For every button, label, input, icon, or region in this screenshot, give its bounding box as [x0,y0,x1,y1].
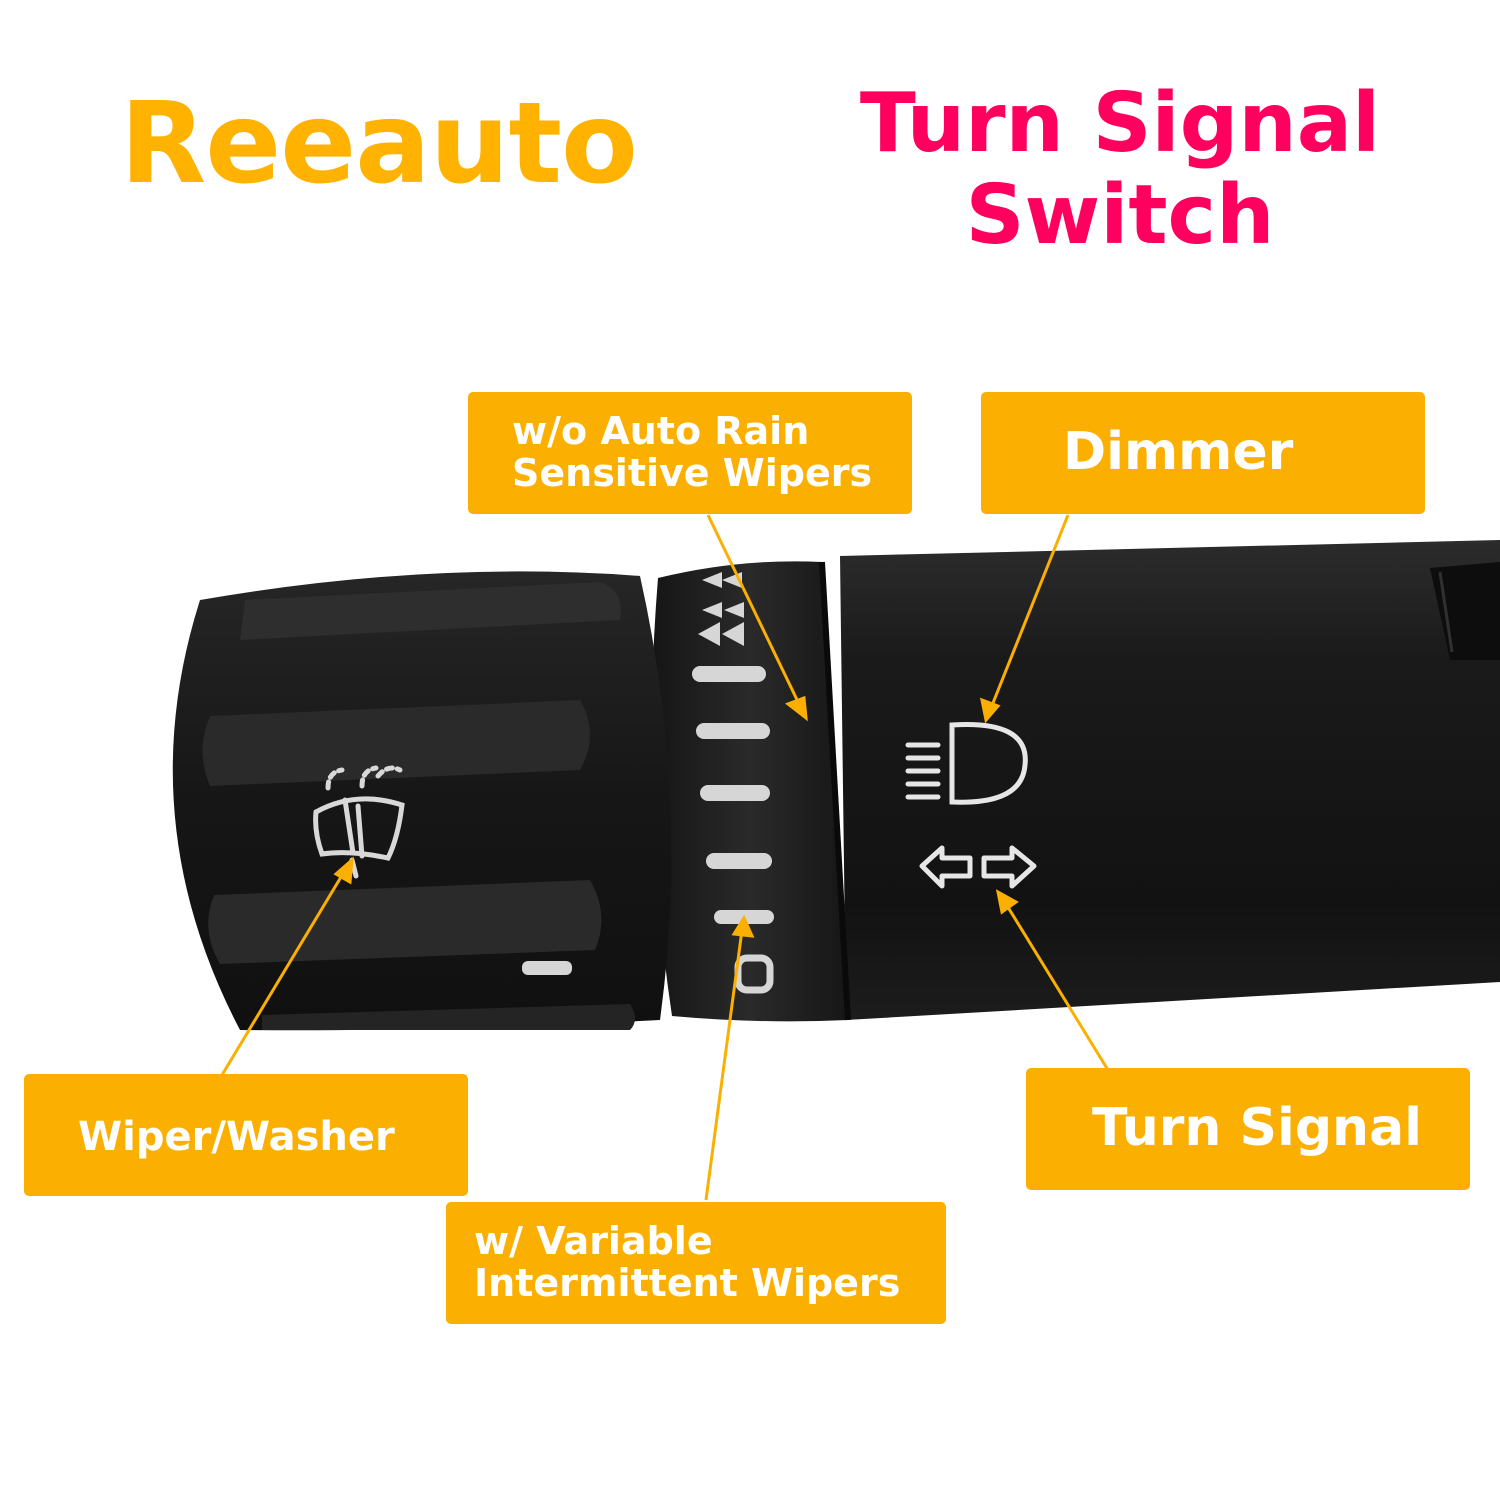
callout-wiper-washer-label: Wiper/Washer [78,1114,395,1160]
wiper-ring [651,561,851,1022]
product-title: Turn Signal Switch [840,78,1400,262]
callout-turn-signal-label: Turn Signal [1092,1098,1422,1158]
callout-rain-sensitive-line-1: w/o Auto Rain [512,409,810,453]
callout-leaders [220,514,1110,1201]
turn-signal-arrows-icon [919,845,1037,889]
callout-rain-sensitive: w/o Auto Rain Sensitive Wipers [468,392,912,514]
product-title-line-2: Switch [965,168,1275,263]
wiper-knob [172,571,672,1031]
callout-rain-sensitive-line-2: Sensitive Wipers [512,451,873,495]
product-title-line-1: Turn Signal [859,76,1381,171]
callout-wiper-washer: Wiper/Washer [24,1074,468,1196]
stalk-body [840,540,1500,1020]
headlight-dimmer-icon [905,722,1028,805]
callout-variable-intermittent-line-2: Intermittent Wipers [474,1261,901,1305]
brand-logo: Reeauto [120,79,638,209]
callout-variable-intermittent: w/ Variable Intermittent Wipers [446,1202,946,1324]
callout-variable-intermittent-line-1: w/ Variable [474,1219,713,1263]
callout-turn-signal: Turn Signal [1026,1068,1470,1190]
callout-dimmer: Dimmer [981,392,1425,514]
wiper-washer-icon [313,765,405,879]
callout-dimmer-label: Dimmer [1063,422,1294,482]
